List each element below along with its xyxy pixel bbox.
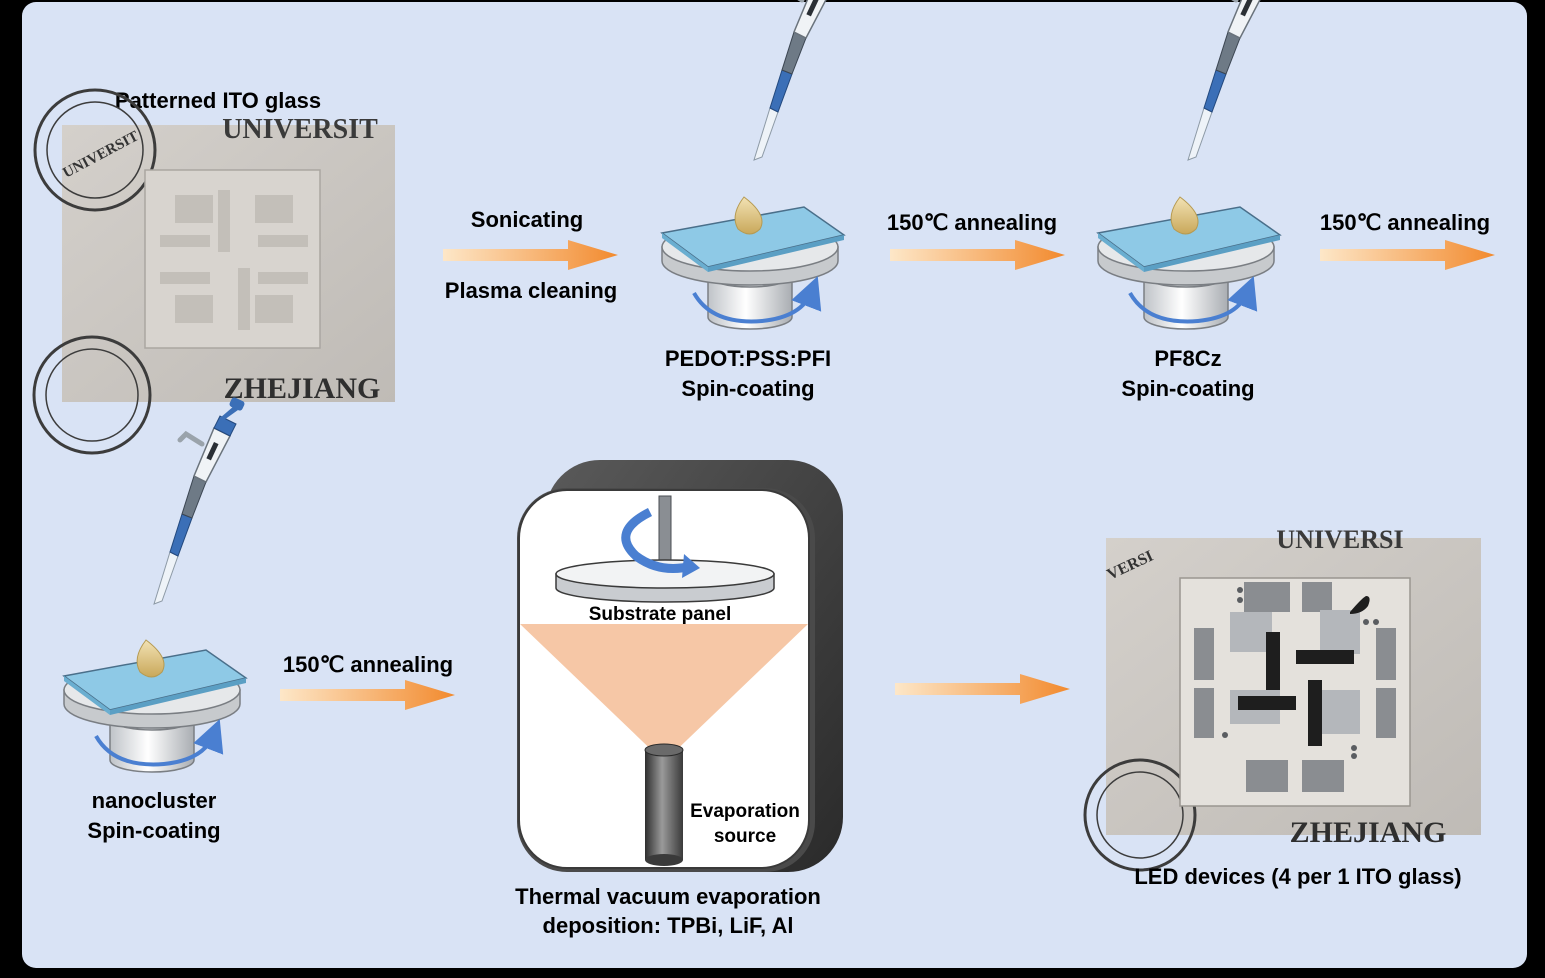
process-arrow-5 [895,674,1070,704]
plasma-cleaning-label: Plasma cleaning [445,278,617,303]
annealing-label-3: 150℃ annealing [283,652,453,677]
evaporation-source-label: source [714,826,776,847]
substrate-panel [555,559,775,603]
led-devices-photo: UNIVERSI ZHEJIANG VERSI [1083,525,1481,872]
ito-photo-top-text: UNIVERSIT [222,114,378,145]
patterned-ito-label: Patterned ITO glass [115,88,321,113]
annealing-label-1: 150℃ annealing [887,210,1057,235]
deposition-cone [520,624,808,762]
ito-photo-bottom-text: ZHEJIANG [224,372,381,405]
led-photo-bottom-text: ZHEJIANG [1290,816,1447,849]
nanocluster-spin-label: Spin-coating [87,818,220,843]
process-arrow-1 [443,240,618,270]
pedot-label: PEDOT:PSS:PFI [665,346,831,371]
substrate-panel-label: Substrate panel [589,604,732,625]
deposition-materials-label: deposition: TPBi, LiF, Al [543,913,794,938]
sonicating-label: Sonicating [471,207,583,232]
vacuum-chamber: Substrate panel Evaporation source [517,460,843,872]
process-arrow-3 [1320,240,1495,270]
rotation-arrow-icon [621,507,694,573]
annealing-label-2: 150℃ annealing [1320,210,1490,235]
process-arrow-2 [890,240,1065,270]
pedot-spin-label: Spin-coating [681,376,814,401]
pf8cz-label: PF8Cz [1154,346,1221,371]
evaporation-source [644,743,684,866]
pf8cz-spin-label: Spin-coating [1121,376,1254,401]
led-photo-top-text: UNIVERSI [1276,525,1403,554]
ito-glass-photo: UNIVERSIT UNIVERSIT ZHEJIANG [32,88,395,455]
led-devices-label: LED devices (4 per 1 ITO glass) [1134,864,1461,889]
process-arrow-4 [280,680,455,710]
evaporation-label: Evaporation [690,801,800,822]
nanocluster-label: nanocluster [92,788,217,813]
thermal-evaporation-label: Thermal vacuum evaporation [515,884,821,909]
